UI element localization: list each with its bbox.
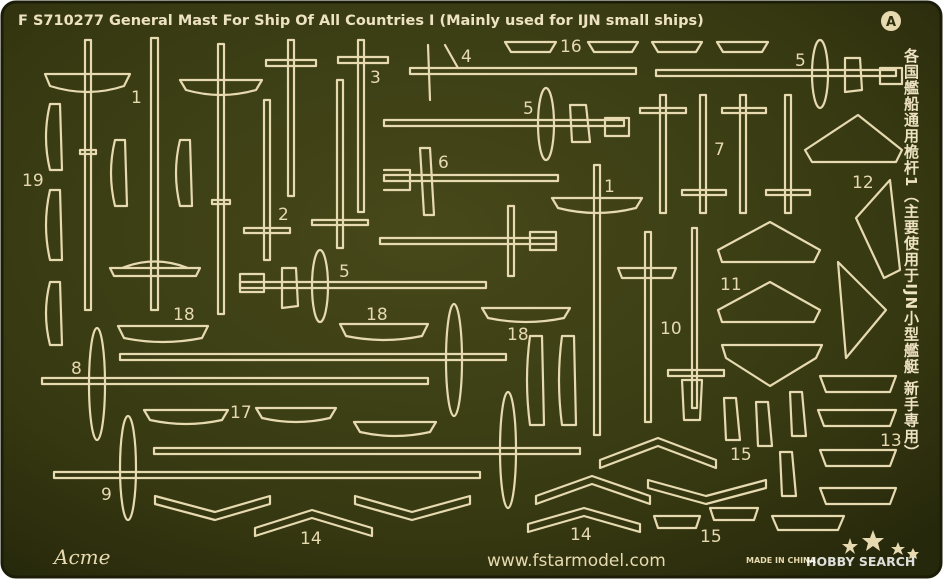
mast-part-3 [336,38,390,214]
made-in-text: MADE IN CHINA [746,556,817,565]
part-label: 13 [880,431,902,451]
bracket-part-19 [44,102,194,347]
mast-part-5-low [238,248,488,324]
part-label: 16 [560,37,582,57]
part-label: 2 [278,205,289,225]
part-label: 15 [700,527,722,547]
ribbed-parts [525,334,578,427]
part-label: 12 [852,173,874,193]
part-label: 18 [173,305,195,325]
part-label: 7 [714,140,725,160]
platform-part-12 [803,113,904,280]
brand-logo: Acme [52,545,110,569]
part-label: 5 [523,99,534,119]
platform-part-17 [142,406,438,438]
chevron-part-14 [153,436,768,538]
mast-part-5-top [654,38,904,110]
fret-header: F S710277 General Mast For Ship Of All C… [18,13,704,29]
star-icon [862,530,884,551]
mast-part-7 [638,93,812,215]
bracket-part-15 [652,390,808,530]
part-label: 9 [101,485,112,505]
part-label: 8 [71,359,82,379]
etched-parts [40,36,904,538]
part-label: 3 [370,68,381,88]
side-text: 各国艦船通用桅杆1（主要使用于IJN小型艦艇 新手専用） [902,47,920,460]
star-icon [907,548,919,559]
platform-part-11 [716,220,888,388]
mast-part-5-mid [382,86,631,162]
part-label: 15 [730,445,752,465]
badge-circle-icon [881,11,901,31]
part-label: 19 [22,171,44,191]
part-label: 1 [131,88,142,108]
mast-cross-mid [264,38,370,250]
mast-part-1-left [43,38,132,312]
website-text: www.fstarmodel.com [487,551,666,571]
mast-pole [149,36,160,312]
part-label: 5 [339,262,350,282]
platform-part-18 [116,306,572,344]
star-icon [891,542,905,555]
platform-part [108,260,202,278]
mast-cross-left-2 [178,42,264,316]
part-label: 4 [461,47,472,67]
mast-part-1-right [550,163,644,437]
mast-part-10 [616,226,726,424]
mast-part-9 [52,390,582,522]
part-labels: 1 1 2 3 4 5 5 5 6 7 8 9 10 11 12 13 14 1… [22,37,902,549]
mast-part-2 [242,98,292,262]
part-label: 5 [795,51,806,71]
watermark: HOBBY SEARCH [806,554,915,569]
part-label: 6 [438,153,449,173]
star-icons [842,530,919,559]
part-label: 11 [720,275,742,295]
star-icon [842,538,858,554]
mast-part-6 [382,146,560,217]
mast-part-8 [40,302,508,442]
mast-part-4 [408,43,638,102]
part-label: 17 [230,403,252,423]
part-label: 14 [570,525,592,545]
mast-cross-right [378,204,558,278]
part-label: 14 [300,529,322,549]
platform-part-13 [770,374,898,532]
part-label: 1 [604,177,615,197]
sheet-badge: A [886,15,896,30]
platform-row-16 [503,40,770,54]
part-label: 18 [366,305,388,325]
part-label: 18 [507,325,529,345]
part-label: 10 [660,319,682,339]
